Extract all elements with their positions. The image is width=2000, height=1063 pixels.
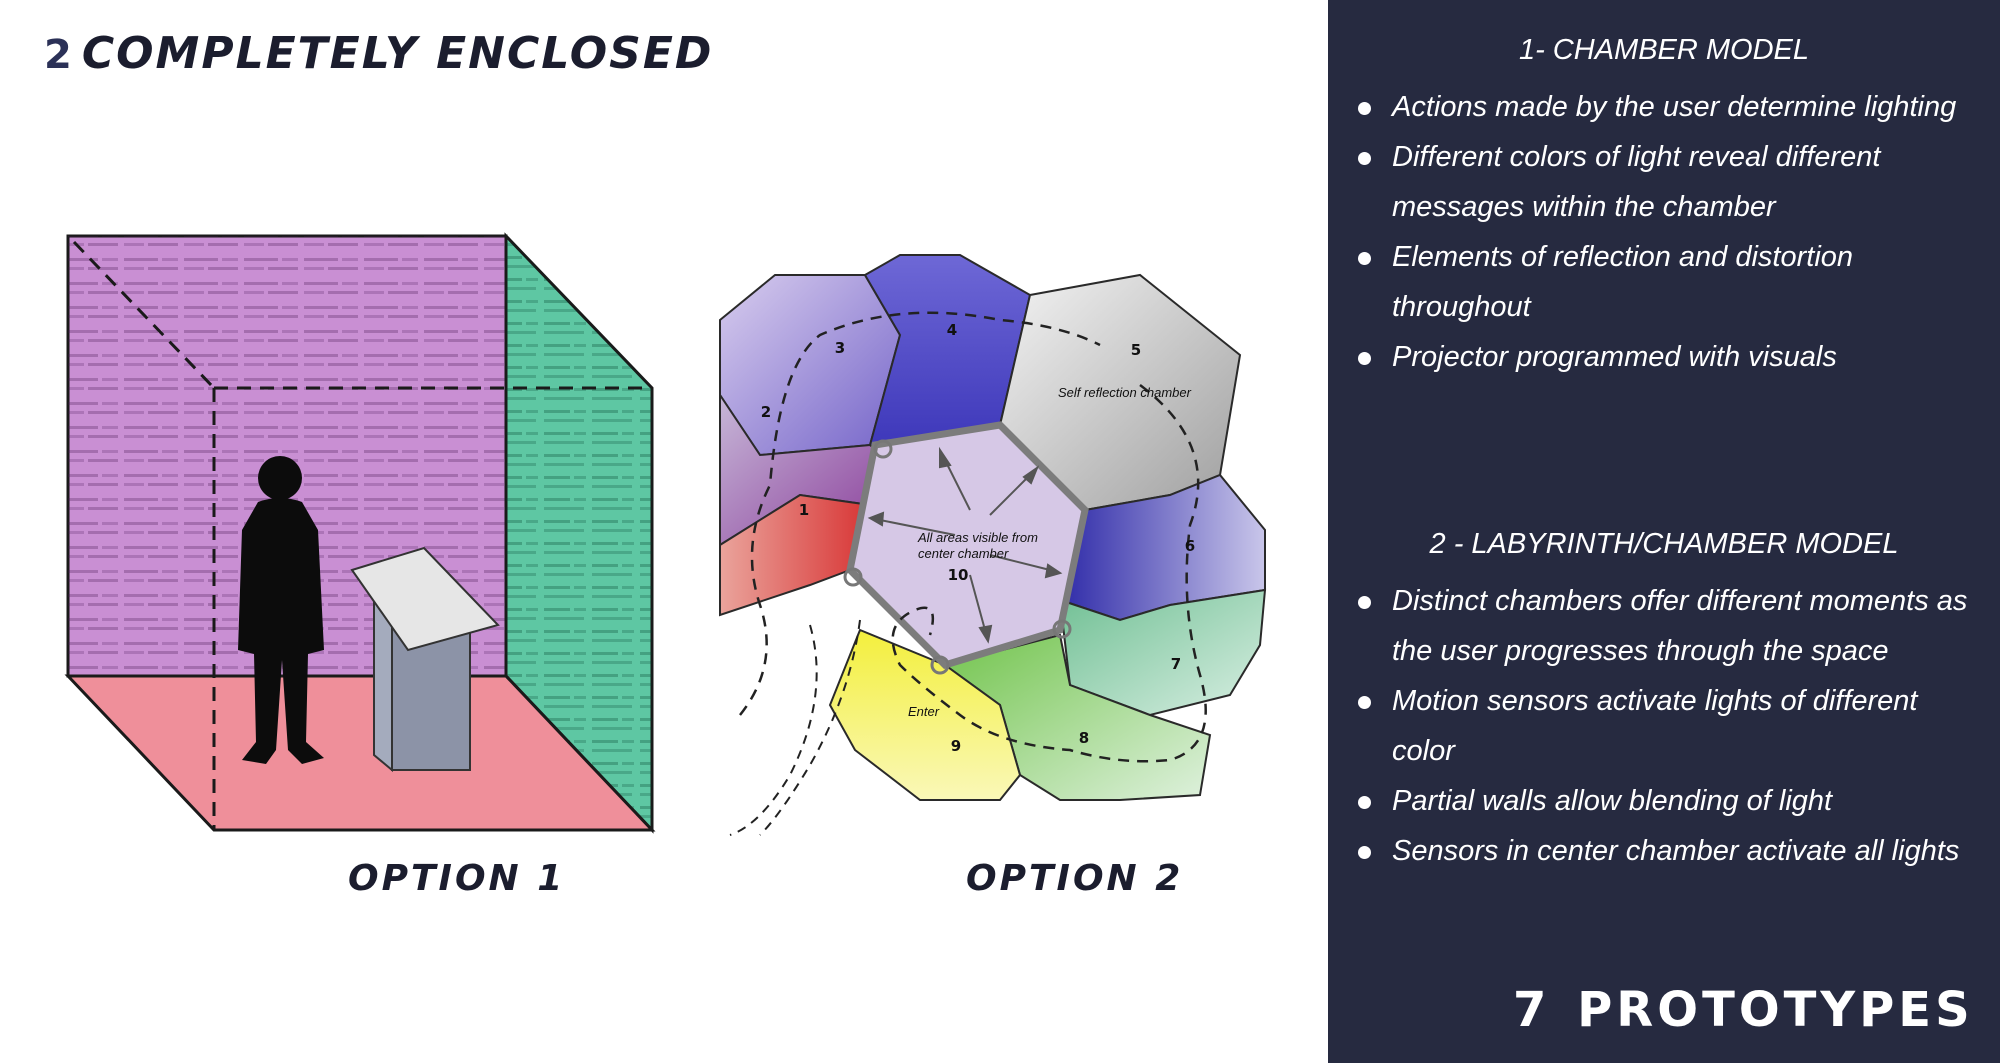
chamber-label-8: 8 bbox=[1079, 729, 1089, 747]
bullet-dot-icon bbox=[1358, 252, 1371, 265]
bullet-item: Motion sensors activate lights of differ… bbox=[1328, 676, 1968, 776]
bullet-item: Partial walls allow blending of light bbox=[1328, 776, 1968, 826]
chamber-label-1: 1 bbox=[799, 501, 809, 519]
bullet-item: Projector programmed with visuals bbox=[1328, 332, 1968, 382]
footer-title: PROTOTYPES bbox=[1577, 982, 1974, 1038]
chamber-label-7: 7 bbox=[1171, 655, 1181, 673]
chamber-model-bullets: Actions made by the user determine light… bbox=[1328, 82, 1968, 382]
chamber-label-3: 3 bbox=[835, 339, 845, 357]
center-label-line1: All areas visible from bbox=[917, 530, 1038, 545]
person-silhouette bbox=[238, 456, 324, 764]
sensor bbox=[1052, 619, 1072, 639]
bullet-item: Elements of reflection and distortion th… bbox=[1328, 232, 1968, 332]
bullet-dot-icon bbox=[1358, 352, 1371, 365]
bullet-item: Distinct chambers offer different moment… bbox=[1328, 576, 1968, 676]
bullet-item: Sensors in center chamber activate all l… bbox=[1328, 826, 1968, 876]
option1-caption: OPTION 1 bbox=[348, 858, 566, 899]
labyrinth-model-title: 2 - LABYRINTH/CHAMBER MODEL bbox=[1429, 528, 1899, 560]
self-reflection-label: Self reflection chamber bbox=[1058, 385, 1192, 400]
bullet-dot-icon bbox=[1358, 846, 1371, 859]
bullet-item: Actions made by the user determine light… bbox=[1328, 82, 1968, 132]
bullet-dot-icon bbox=[1358, 152, 1371, 165]
heading-title: COMPLETELY ENCLOSED bbox=[81, 28, 714, 79]
heading-number: 2 bbox=[44, 32, 74, 78]
bullet-dot-icon bbox=[1358, 696, 1371, 709]
bullet-dot-icon bbox=[1358, 102, 1371, 115]
sensor bbox=[873, 439, 893, 459]
chamber-label-5: 5 bbox=[1131, 341, 1141, 359]
enter-label: Enter bbox=[908, 704, 940, 719]
option2-caption: OPTION 2 bbox=[966, 858, 1184, 899]
info-sidebar: 1- CHAMBER MODEL Actions made by the use… bbox=[1328, 0, 2000, 1063]
labyrinth-model-bullets: Distinct chambers offer different moment… bbox=[1328, 576, 1968, 876]
chamber-label-6: 6 bbox=[1185, 537, 1195, 555]
sensor bbox=[930, 655, 950, 675]
chamber-label-10: 10 bbox=[948, 566, 969, 584]
chamber-label-2: 2 bbox=[761, 403, 771, 421]
chamber-model-title: 1- CHAMBER MODEL bbox=[1518, 34, 1810, 66]
bullet-dot-icon bbox=[1358, 596, 1371, 609]
chamber-3 bbox=[719, 274, 902, 457]
footer-number: 7 bbox=[1513, 982, 1551, 1038]
prototypes-footer: 7 PROTOTYPES bbox=[1513, 982, 1974, 1038]
option1-room-diagram bbox=[64, 232, 656, 834]
bullet-dot-icon bbox=[1358, 796, 1371, 809]
sensor bbox=[843, 567, 863, 587]
center-label-line2: center chamber bbox=[918, 546, 1009, 561]
chamber-label-4: 4 bbox=[947, 321, 957, 339]
chamber-9 bbox=[828, 628, 1022, 801]
bullet-item: Different colors of light reveal differe… bbox=[1328, 132, 1968, 232]
chamber-label-9: 9 bbox=[951, 737, 961, 755]
kiosk-screen bbox=[350, 546, 500, 652]
option2-labyrinth-diagram: 1 2 3 4 5 6 7 8 9 10 Self reflection cha… bbox=[719, 254, 1267, 836]
